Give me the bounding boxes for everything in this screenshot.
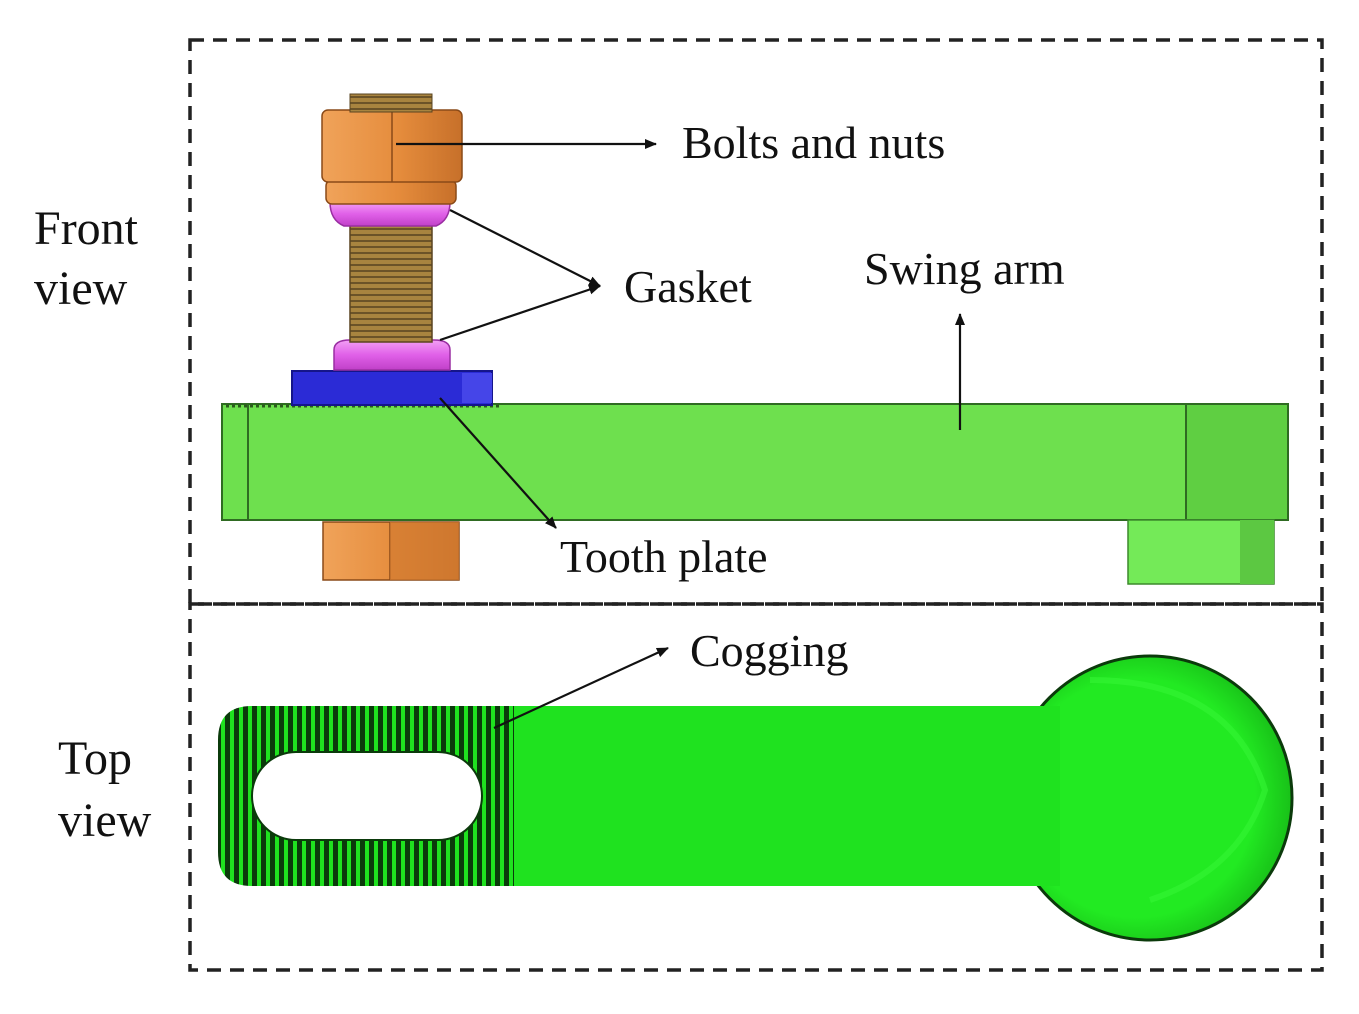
top-view-label-line2: view [58, 794, 152, 847]
tooth-plate-label: Tooth plate [560, 531, 768, 582]
swing-arm-top [500, 706, 1060, 886]
front-view-label-line1: Front [34, 202, 139, 255]
callout-arrows [396, 139, 965, 729]
swing-arm-label: Swing arm [864, 243, 1065, 294]
top-view-frame [188, 602, 1324, 972]
gasket-upper [329, 201, 451, 227]
upper-nut [321, 93, 463, 205]
tooth-plate [291, 370, 493, 406]
bolts-label: Bolts and nuts [682, 117, 945, 168]
cogging-label: Cogging [690, 625, 848, 676]
top-view-assembly [218, 654, 1294, 942]
adjustment-slot [251, 751, 483, 841]
gasket-label: Gasket [624, 261, 752, 312]
top-view-label-line1: Top [58, 732, 132, 785]
front-view-assembly [221, 93, 1289, 585]
gasket-arrow-lower [439, 284, 601, 342]
swing-arm-front [221, 403, 1289, 585]
gasket-arrow-upper [449, 209, 601, 287]
bolt-shaft [349, 213, 433, 343]
cogging-arrow [493, 647, 669, 729]
lower-nut [322, 521, 460, 581]
front-view-label-line2: view [34, 262, 128, 315]
tooth-plate-arrow [439, 397, 557, 529]
gasket-lower [333, 339, 451, 371]
